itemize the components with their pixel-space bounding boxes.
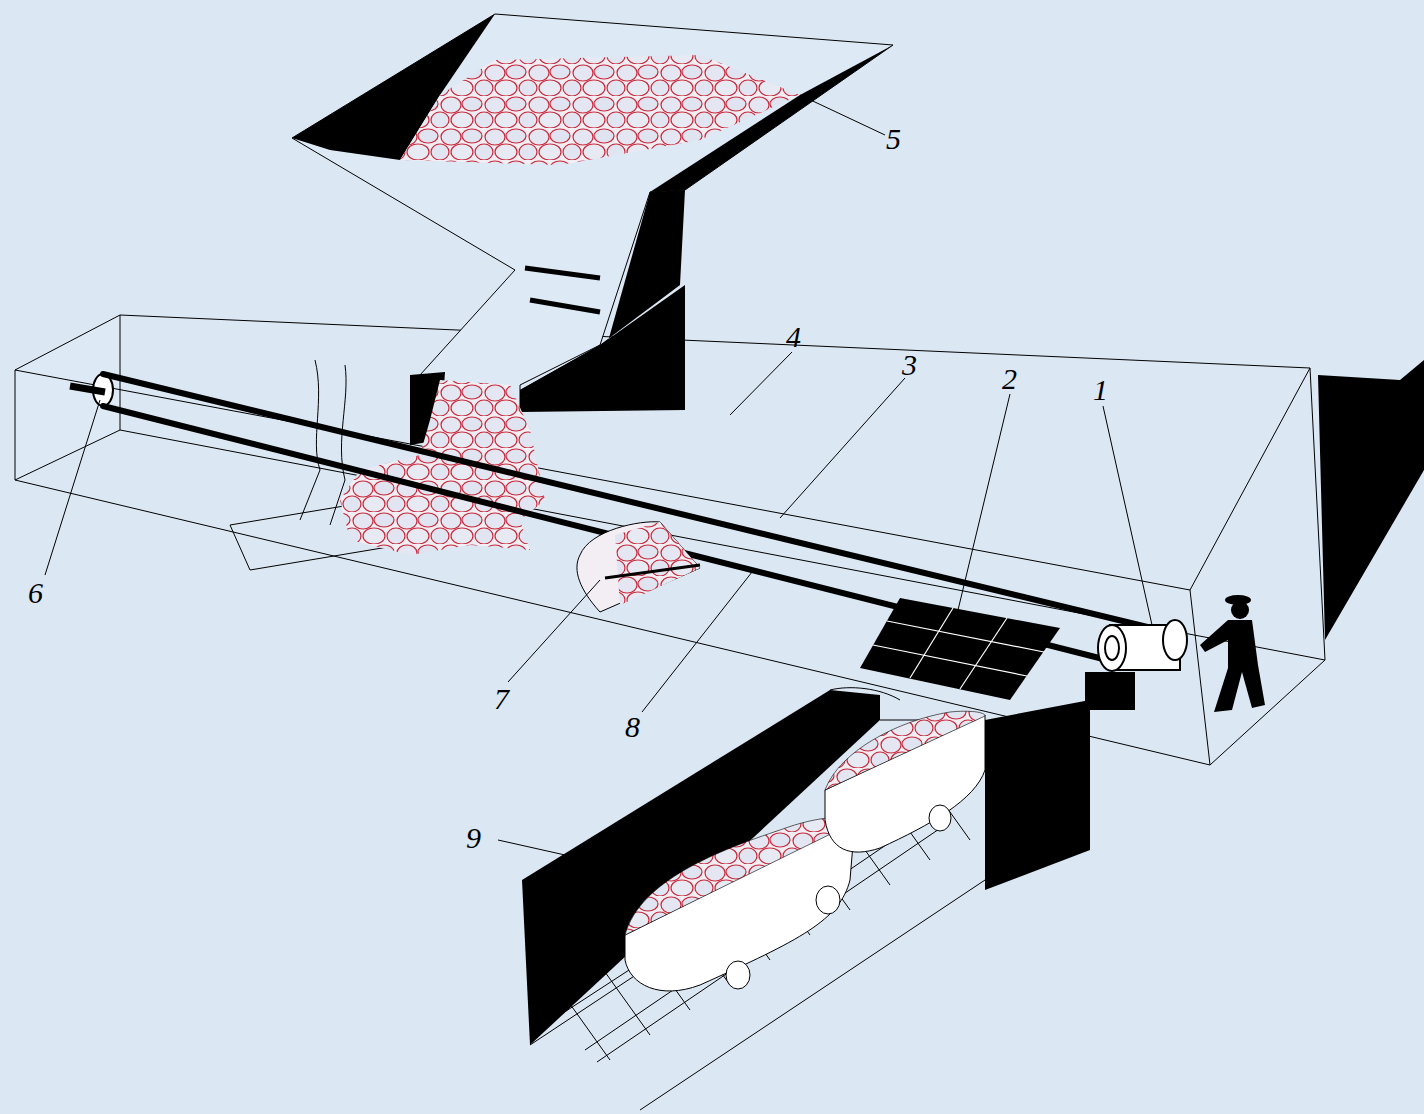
callout-number: 2 — [1002, 364, 1017, 394]
scraper-bucket — [577, 522, 700, 612]
callout-number: 6 — [28, 578, 43, 608]
scraper-winch — [1085, 620, 1187, 710]
return-pulley — [70, 374, 113, 406]
grizzly-grate — [860, 598, 1060, 700]
callout-number: 8 — [625, 712, 640, 742]
operator-figure — [1200, 595, 1265, 712]
callout-number: 3 — [902, 350, 917, 380]
callout-number: 7 — [494, 684, 509, 714]
side-drift — [1318, 360, 1424, 640]
callout-number: 9 — [466, 823, 481, 853]
haulage-drift — [522, 688, 1090, 1110]
callout-number: 1 — [1093, 375, 1108, 405]
leader-line — [45, 95, 1152, 855]
callout-number: 5 — [886, 124, 901, 154]
callout-number: 4 — [786, 322, 801, 352]
